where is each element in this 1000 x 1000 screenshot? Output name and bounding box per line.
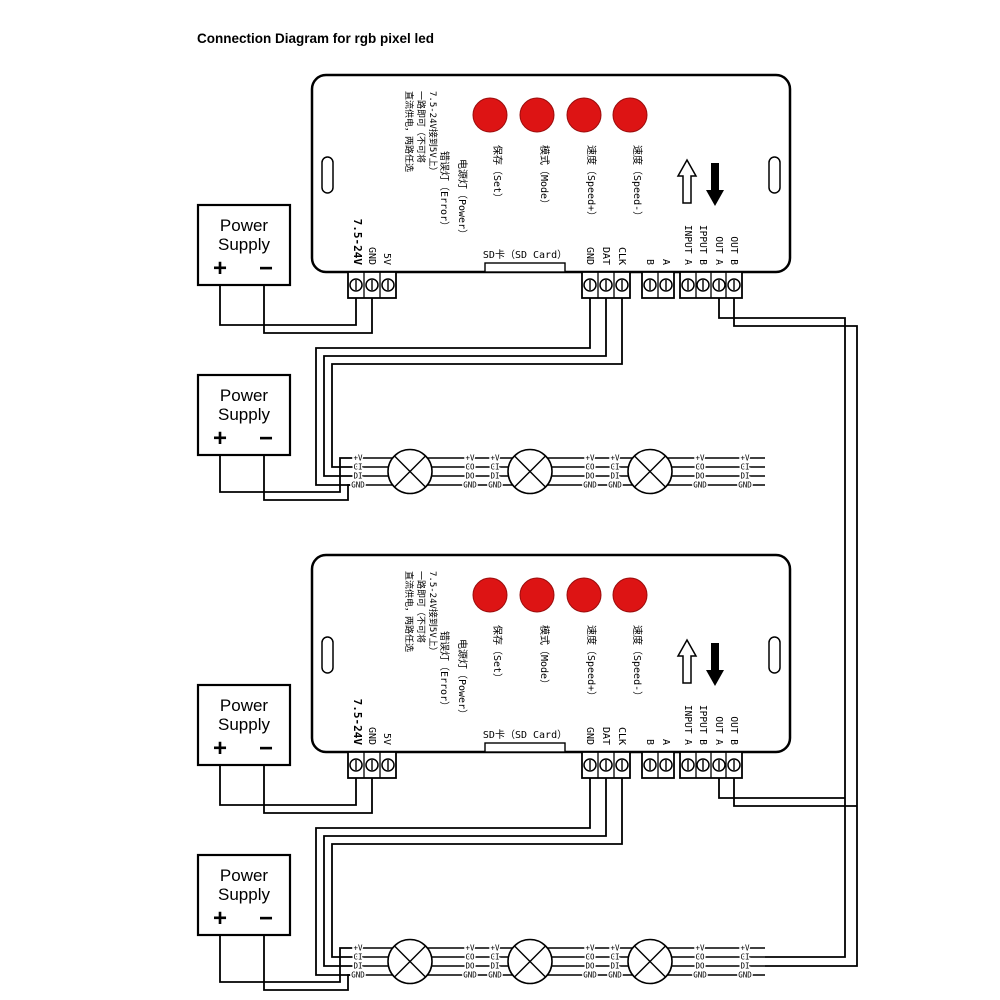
wire-psu3-minus — [263, 765, 373, 814]
wire-c1-dat — [323, 298, 607, 477]
wire-c1-gnd — [315, 298, 591, 486]
wiring — [219, 285, 858, 991]
wire-psu4-minus — [263, 935, 352, 991]
power-supply-4 — [196, 853, 292, 937]
wire-c2-out-a — [718, 778, 845, 799]
wire-c1-clk — [331, 298, 623, 468]
wire-psu4-plus — [219, 935, 352, 983]
led-strip-2 — [351, 940, 765, 984]
wire-psu1-minus — [263, 285, 373, 334]
wire-psu2-minus — [263, 455, 352, 501]
wire-c2-gnd — [315, 778, 591, 976]
wire-psu2-plus — [219, 455, 352, 493]
wire-c2-dat — [323, 778, 607, 967]
power-supply-3 — [196, 683, 292, 767]
power-supply-1 — [196, 203, 292, 287]
wire-psu1-plus — [219, 285, 357, 326]
controller-2 — [310, 553, 792, 780]
wire-c2-out-b — [733, 778, 857, 807]
power-supply-2 — [196, 373, 292, 457]
wire-psu3-plus — [219, 765, 357, 806]
led-strip-1 — [351, 450, 765, 494]
wire-c2-clk — [331, 778, 623, 958]
wire-c1-out-a — [718, 298, 846, 958]
wire-c1-out-b — [733, 298, 858, 967]
controller-1 — [310, 73, 792, 300]
page-title: Connection Diagram for rgb pixel led — [197, 31, 434, 46]
